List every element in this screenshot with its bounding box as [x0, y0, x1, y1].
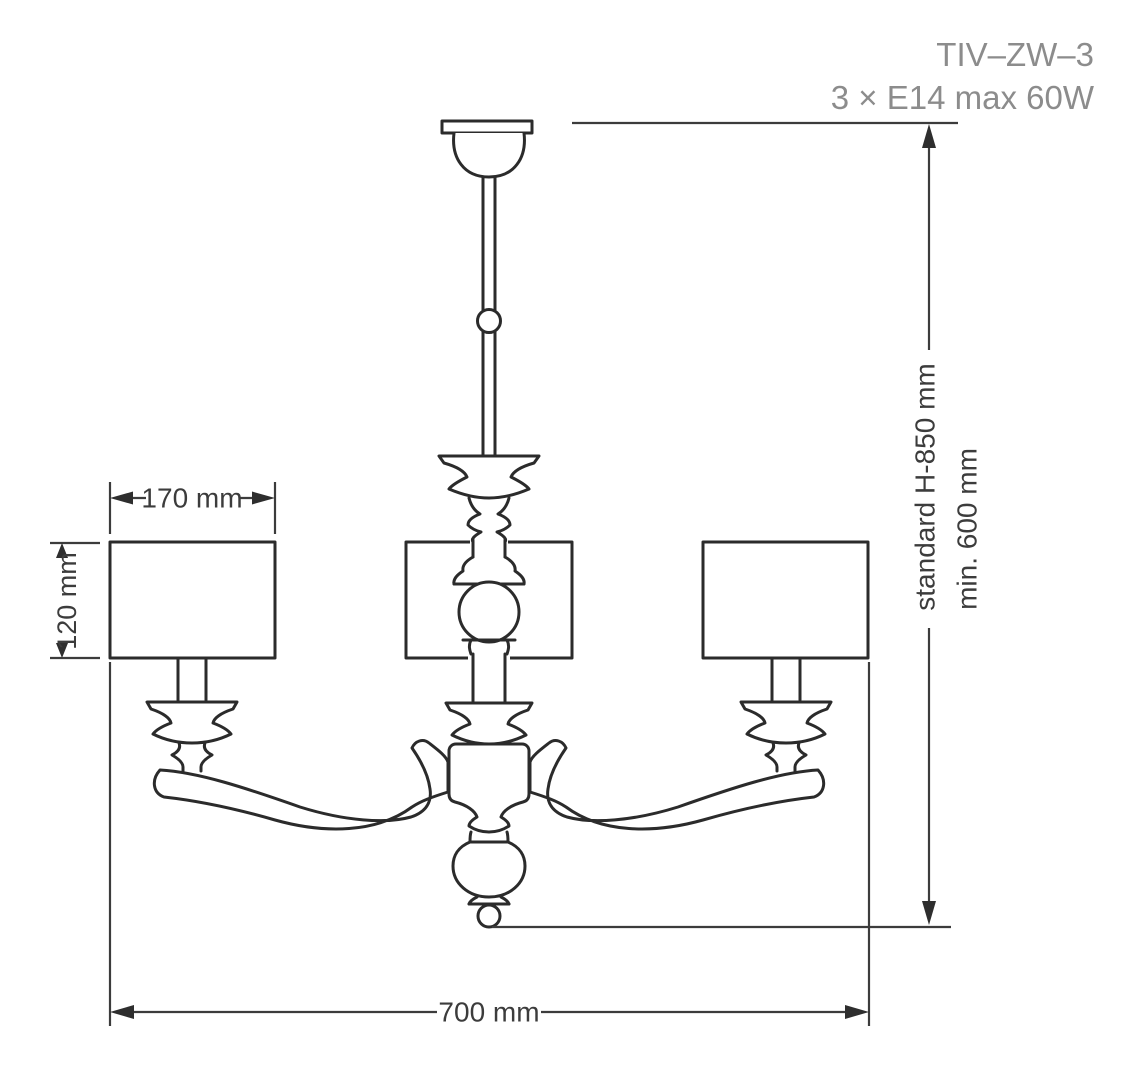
shade-width-label: 170 mm	[141, 483, 242, 514]
canopy	[440, 119, 534, 179]
suspension-rod	[476, 175, 502, 458]
suspension-min-label: min. 600 mm	[952, 448, 983, 610]
canopy-dome	[452, 131, 526, 179]
column-goblet-rings	[466, 496, 512, 544]
shade-edge-gap-bottom	[468, 655, 510, 661]
candle-tube	[176, 656, 208, 702]
model-label: TIV–ZW–3	[936, 36, 1094, 73]
arm-unit-right	[528, 656, 833, 831]
dim-shade-width: 170 mm	[108, 482, 277, 534]
spec-label: 3 × E14 max 60W	[831, 79, 1095, 116]
shade-edge-gap-top	[470, 539, 508, 545]
suspension-standard-label: standard H-850 mm	[910, 363, 941, 610]
dim-overall-width: 700 mm	[108, 662, 871, 1028]
bottom-finial	[451, 830, 527, 929]
finial-ball	[476, 903, 502, 929]
shade-right	[701, 540, 870, 660]
finial-sphere	[451, 840, 527, 899]
rod-ball	[476, 308, 502, 334]
candle-baluster	[170, 741, 185, 773]
canopy-plate	[440, 119, 534, 135]
arm-hub	[447, 742, 531, 834]
candle-bobeche	[145, 700, 239, 745]
shade-left	[108, 540, 277, 660]
column-top-finial	[437, 454, 541, 500]
dim-shade-height: 120 mm	[50, 541, 100, 660]
column-lower-flare	[444, 701, 534, 746]
shade-height-label: 120 mm	[52, 552, 82, 650]
center-column	[452, 538, 526, 705]
scroll-arm	[152, 739, 450, 831]
overall-width-label: 700 mm	[438, 997, 539, 1028]
arm-unit-left	[145, 656, 450, 831]
column-sphere	[457, 580, 521, 644]
dim-suspension-height: standard H-850 mm min. 600 mm	[492, 121, 983, 929]
